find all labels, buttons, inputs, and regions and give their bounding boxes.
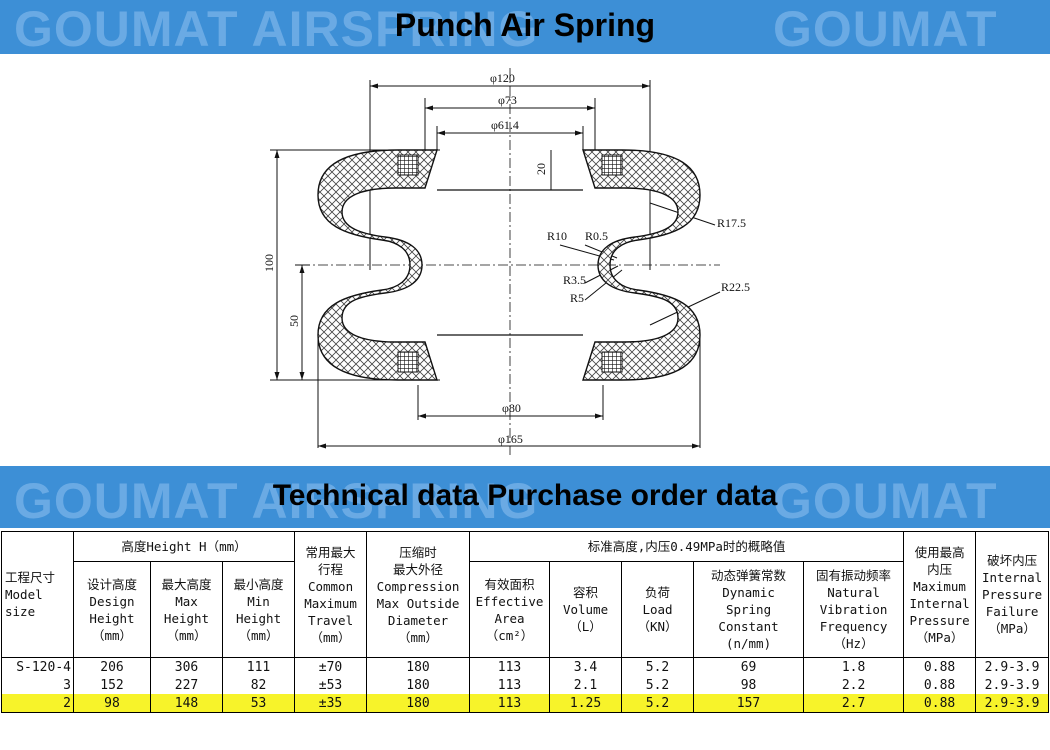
dim-r17-5: R17.5 bbox=[717, 216, 746, 230]
cell-min-height: 53 bbox=[221, 694, 296, 713]
cell-frequency: 2.2 bbox=[803, 676, 905, 694]
cell-spring-constant: 98 bbox=[693, 676, 805, 694]
cell-spring-constant: 157 bbox=[693, 694, 805, 713]
dim-r0-5: R0.5 bbox=[585, 229, 608, 243]
header-spring-constant: 动态弹簧常数 Dynamic Spring Constant (n/mm) bbox=[693, 561, 805, 658]
header-model: 工程尺寸 Model size bbox=[1, 531, 74, 658]
table-row: S-120-4 206 306 111 ±70 180 113 3.4 5.2 … bbox=[1, 657, 1050, 676]
cell-compression-diameter: 180 bbox=[366, 694, 471, 713]
cell-frequency: 1.8 bbox=[803, 657, 905, 676]
watermark-text: GOUMAT AIRSPRING bbox=[14, 473, 539, 528]
top-banner: GOUMAT AIRSPRING GOUMAT Punch Air Spring bbox=[0, 0, 1050, 54]
cell-volume: 1.25 bbox=[549, 694, 623, 713]
cell-spring-constant: 69 bbox=[693, 657, 805, 676]
header-load: 负荷 Load （KN） bbox=[621, 561, 695, 658]
cell-min-height: 111 bbox=[221, 657, 296, 676]
watermark-text: GOUMAT AIRSPRING bbox=[14, 1, 539, 54]
cell-load: 5.2 bbox=[621, 694, 695, 713]
cell-max-height: 306 bbox=[150, 657, 223, 676]
cell-compression-diameter: 180 bbox=[366, 676, 471, 694]
table-row: 3 152 227 82 ±53 180 113 2.1 5.2 98 2.2 … bbox=[1, 676, 1050, 694]
cell-min-height: 82 bbox=[221, 676, 296, 694]
dim-r3-5: R3.5 bbox=[563, 273, 586, 287]
cell-travel: ±53 bbox=[294, 676, 368, 694]
cell-effective-area: 113 bbox=[469, 676, 551, 694]
header-max-pressure: 使用最高 内压 Maximum Internal Pressure （MPa） bbox=[903, 531, 977, 658]
dim-r5: R5 bbox=[570, 291, 584, 305]
dim-d61-4: φ61.4 bbox=[491, 118, 519, 132]
header-compression: 压缩时 最大外径 Compression Max Outside Diamete… bbox=[366, 531, 471, 658]
cell-model: 2 bbox=[1, 694, 74, 713]
cell-design-height: 98 bbox=[73, 694, 151, 713]
dim-d165: φ165 bbox=[498, 432, 523, 446]
cell-max-pressure: 0.88 bbox=[903, 657, 977, 676]
cell-travel: ±35 bbox=[294, 694, 368, 713]
page-title: Punch Air Spring bbox=[394, 7, 656, 43]
cell-burst-pressure: 2.9-3.9 bbox=[975, 694, 1050, 713]
dim-r22-5: R22.5 bbox=[721, 280, 750, 294]
cell-load: 5.2 bbox=[621, 676, 695, 694]
cell-travel: ±70 bbox=[294, 657, 368, 676]
cell-model: 3 bbox=[1, 676, 74, 694]
dim-h100: 100 bbox=[262, 254, 276, 272]
cell-design-height: 152 bbox=[73, 676, 151, 694]
header-travel: 常用最大 行程 Common Maximum Travel （mm） bbox=[294, 531, 368, 658]
section-title: Technical data Purchase order data bbox=[272, 479, 778, 512]
air-spring-drawing: φ120 φ73 φ61.4 φ80 φ165 20 100 50 R17.5 … bbox=[262, 68, 750, 455]
watermark-text-right: GOUMAT bbox=[773, 1, 998, 54]
dim-d73: φ73 bbox=[498, 93, 517, 107]
cell-effective-area: 113 bbox=[469, 694, 551, 713]
cell-max-height: 148 bbox=[150, 694, 223, 713]
header-design-height: 设计高度 Design Height （mm） bbox=[73, 561, 151, 658]
header-min-height: 最小高度 Min Height （mm） bbox=[221, 561, 296, 658]
cell-design-height: 206 bbox=[73, 657, 151, 676]
cell-max-height: 227 bbox=[150, 676, 223, 694]
dim-h20: 20 bbox=[534, 163, 548, 175]
cell-volume: 2.1 bbox=[549, 676, 623, 694]
header-standard-group: 标准高度,内压0.49MPa时的概略值 bbox=[469, 531, 905, 562]
header-frequency: 固有振动频率 Natural Vibration Frequency （Hz） bbox=[803, 561, 905, 658]
dim-h50: 50 bbox=[287, 315, 301, 327]
cell-frequency: 2.7 bbox=[803, 694, 905, 713]
dim-d80: φ80 bbox=[502, 401, 521, 415]
dim-r10: R10 bbox=[547, 229, 567, 243]
cell-max-pressure: 0.88 bbox=[903, 676, 977, 694]
header-volume: 容积 Volume （L） bbox=[549, 561, 623, 658]
cell-volume: 3.4 bbox=[549, 657, 623, 676]
cell-compression-diameter: 180 bbox=[366, 657, 471, 676]
cell-burst-pressure: 2.9-3.9 bbox=[975, 676, 1050, 694]
table-row-highlighted: 2 98 148 53 ±35 180 113 1.25 5.2 157 2.7… bbox=[1, 694, 1050, 713]
cell-max-pressure: 0.88 bbox=[903, 694, 977, 713]
cell-burst-pressure: 2.9-3.9 bbox=[975, 657, 1050, 676]
cell-effective-area: 113 bbox=[469, 657, 551, 676]
header-max-height: 最大高度 Max Height （mm） bbox=[150, 561, 223, 658]
dim-d120: φ120 bbox=[490, 71, 515, 85]
watermark-text-right: GOUMAT bbox=[773, 473, 998, 528]
section-banner: GOUMAT AIRSPRING GOUMAT Technical data P… bbox=[0, 466, 1050, 528]
header-effective-area: 有效面积 Effective Area （cm²） bbox=[469, 561, 551, 658]
header-height-group: 高度Height H（mm） bbox=[72, 531, 296, 562]
header-burst-pressure: 破坏内压 Internal Pressure Failure （MPa） bbox=[975, 531, 1050, 658]
cell-model: S-120-4 bbox=[1, 657, 74, 676]
spec-table: 工程尺寸 Model size 高度Height H（mm） 常用最大 行程 C… bbox=[1, 531, 1050, 713]
cell-load: 5.2 bbox=[621, 657, 695, 676]
